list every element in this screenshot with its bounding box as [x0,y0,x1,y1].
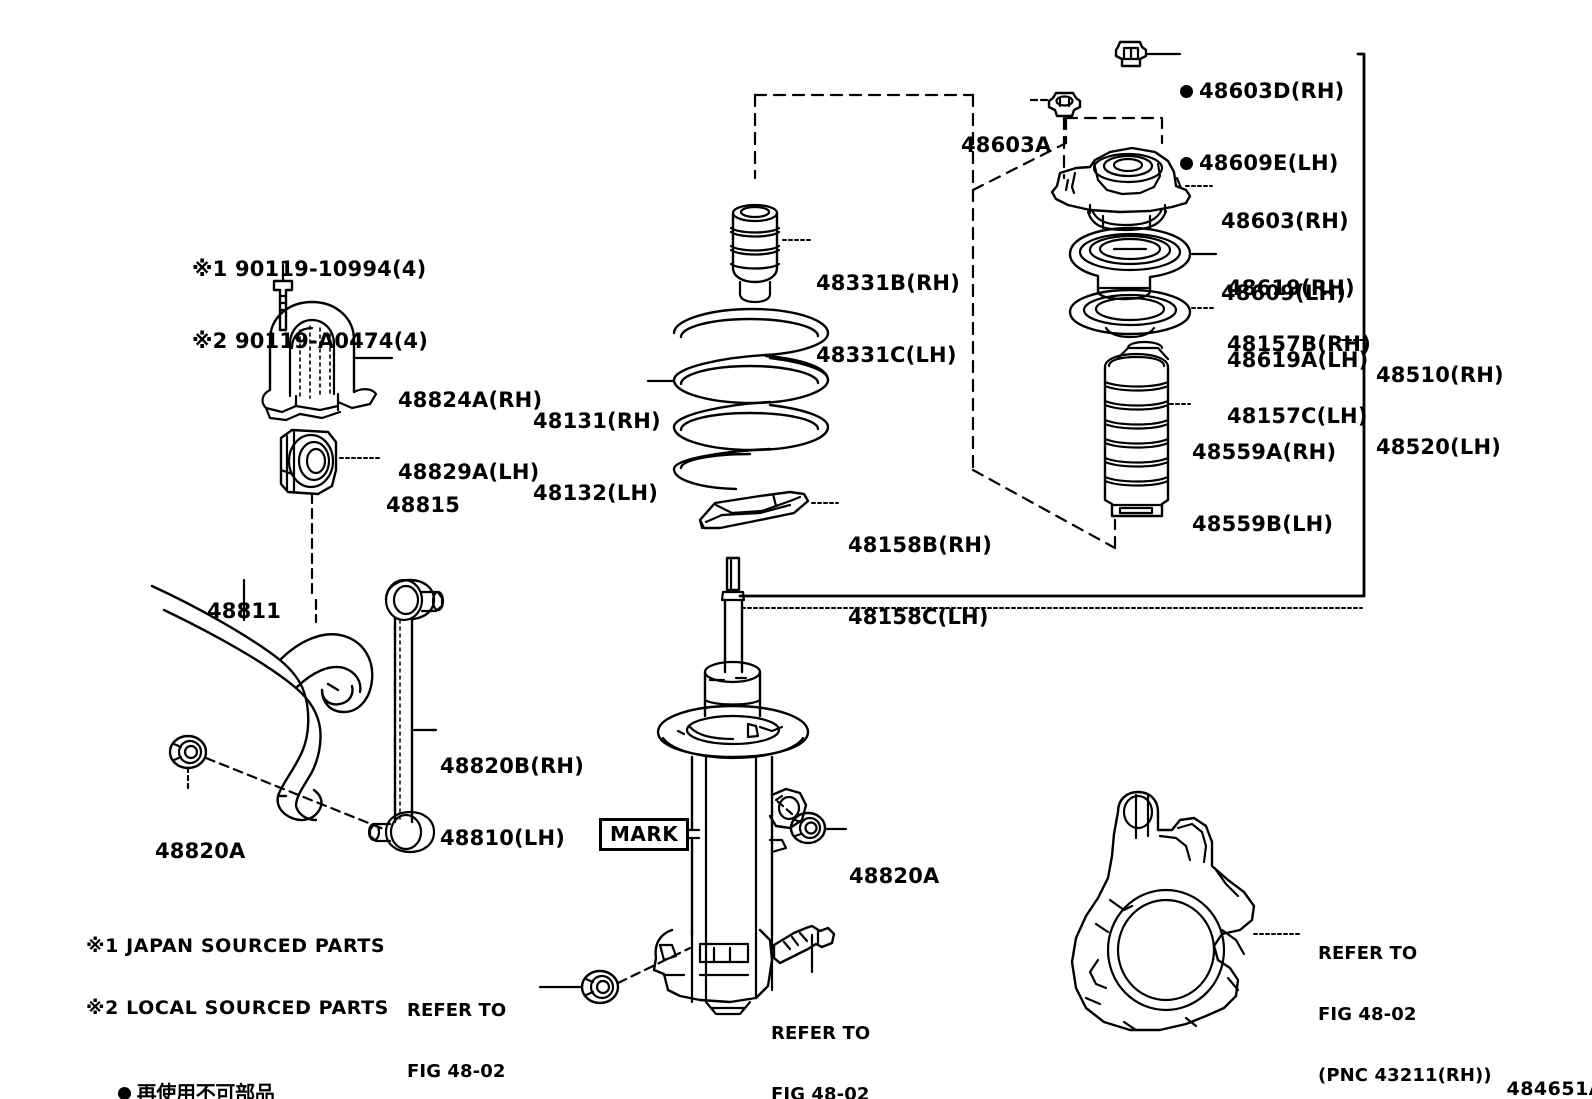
coil-spring-art [672,307,830,491]
refer-fig-48-02-left: REFER TO FIG 48-02 (PNC 43211L(RH)) (PNC… [407,999,507,1082]
part-label-48811: 48811 [207,599,282,624]
part-label-48824A: 48824A(RH) 48829A(LH) [398,388,543,484]
part-label-48603D: 48603D(RH) 48609E(LH) [1180,33,1344,223]
stabilizer-link-nut-left-art [168,734,208,770]
part-label-48157B: 48157B(RH) 48157C(LH) [1227,332,1372,428]
part-label-48158B: 48158B(RH) 48158C(LH) [848,533,993,629]
stabilizer-bushing-art [279,428,338,496]
part-label-48820A-right: 48820A [849,864,940,889]
shock-absorber-art [652,556,1363,1016]
legend-line-1: ※1 JAPAN SOURCED PARTS [86,935,386,958]
strut-rod-nut-art [1047,91,1082,118]
spring-lower-insulator-art [698,490,810,530]
dust-boot-art [1103,340,1170,518]
part-label-48815: 48815 [386,493,461,518]
non-reusable-bullet-icon [1180,156,1193,170]
sourcing-note-1: ※1 90119-10994(4) ※2 90119-A0474(4) [192,257,429,353]
non-reusable-bullet-icon [117,1087,131,1099]
spring-upper-seat-art [1068,226,1192,301]
refer-fig-48-02-right: REFER TO FIG 48-02 (PNC 43211(RH)) (PNC … [1318,942,1492,1086]
bumper-spring-art [729,203,781,304]
part-label-48131: 48131(RH) 48132(LH) [533,409,661,505]
stabilizer-bracket-art [261,300,378,422]
part-label-48619: 48619(RH) 48619A(LH) [1227,276,1369,372]
part-label-48820B: 48820B(RH) 48810(LH) [440,754,585,850]
part-label-48603A: 48603A [961,133,1052,158]
part-label-48331B: 48331B(RH) 48331C(LH) [816,271,961,367]
stabilizer-bracket-bolt-art [272,279,294,332]
stabilizer-link-art [367,578,445,854]
stabilizer-bar-art [150,584,374,822]
suspension-support-art [1050,146,1192,232]
figure-id: 484651A [1506,1078,1592,1099]
steering-knuckle-art [1070,790,1256,1032]
legend-line-2: ※2 LOCAL SOURCED PARTS [86,996,389,1019]
part-label-48820A-left: 48820A [155,839,246,864]
strut-bolt-art [772,924,836,965]
refer-fig-48-02-center: REFER TO FIG 48-02 (PNC 43211K(RH)) (PNC… [771,1022,871,1099]
part-label-48559A: 48559A(RH) 48559B(LH) [1192,440,1337,536]
support-nut-art [1114,40,1148,68]
part-label-48603: 48603(RH) 48609(LH) [1221,209,1349,305]
mark-box: MARK [599,818,690,851]
legend-block: ※1 JAPAN SOURCED PARTS ※2 LOCAL SOURCED … [86,900,389,1099]
legend-line-3: 再使用不可部品 [86,1064,389,1099]
strut-link-nut-right-art [789,811,827,845]
part-label-48510: 48510(RH) 48520(LH) [1376,363,1504,459]
non-reusable-bullet-icon [1180,85,1193,99]
spring-upper-insulator-art [1068,288,1192,339]
